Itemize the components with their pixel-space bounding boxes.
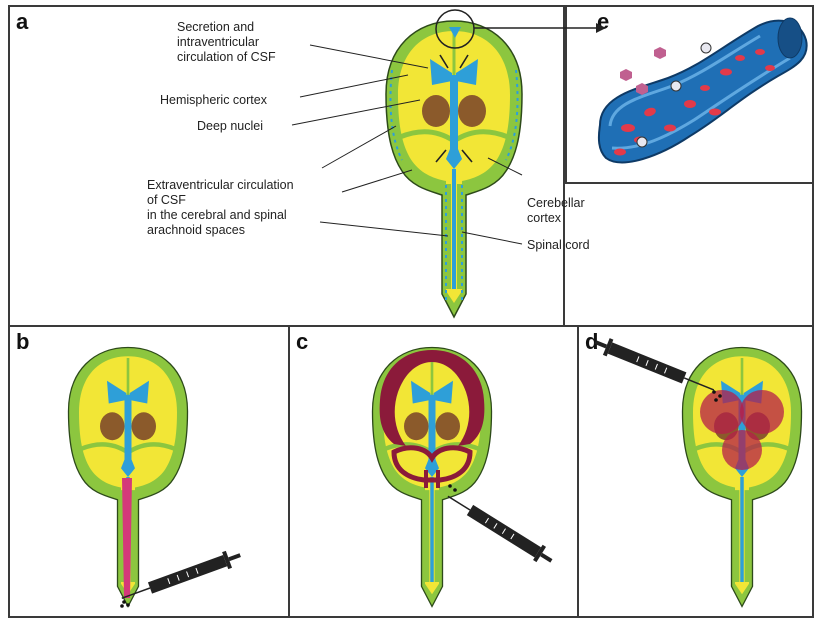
label-secretion-line-1: Secretion and <box>177 20 276 35</box>
brain-diagram-c <box>373 348 557 607</box>
label-secretion-line-2: intraventricular <box>177 35 276 50</box>
label-extraventricular-line-1: Extraventricular circulation <box>147 178 294 193</box>
label-cerebellar-line-2: cortex <box>527 211 585 226</box>
brain-diagram-a <box>386 10 606 317</box>
label-extraventricular: Extraventricular circulation of CSF in t… <box>147 178 294 238</box>
label-secretion-line-3: circulation of CSF <box>177 50 276 65</box>
label-cerebellar-cortex: Cerebellar cortex <box>527 196 585 226</box>
label-deep-nuclei: Deep nuclei <box>197 119 263 134</box>
label-extraventricular-line-2: of CSF <box>147 193 294 208</box>
label-cerebellar-line-1: Cerebellar <box>527 196 585 211</box>
label-hemispheric-cortex: Hemispheric cortex <box>160 93 267 108</box>
label-spinal-cord: Spinal cord <box>527 238 590 253</box>
blood-vessel-e <box>599 18 807 162</box>
label-secretion: Secretion and intraventricular circulati… <box>177 20 276 65</box>
brain-diagram-b <box>69 348 244 608</box>
label-extraventricular-line-3: in the cerebral and spinal <box>147 208 294 223</box>
brain-diagram-d <box>592 334 802 607</box>
label-extraventricular-line-4: arachnoid spaces <box>147 223 294 238</box>
